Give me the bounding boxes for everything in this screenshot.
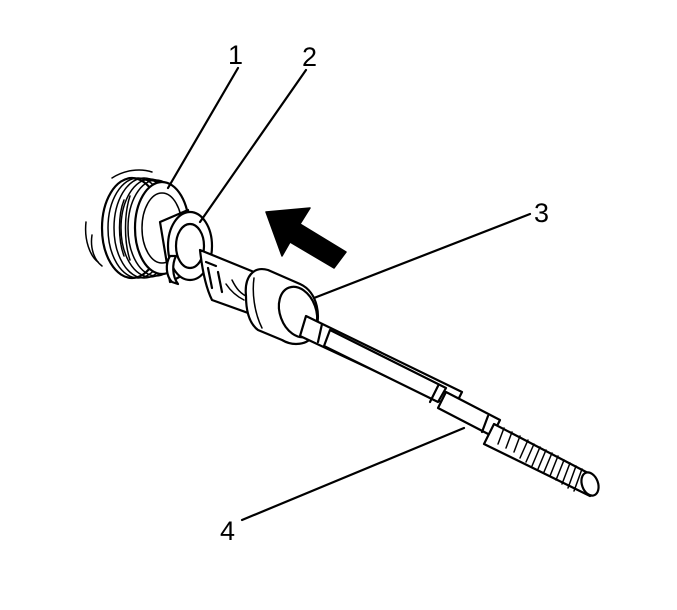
leader-line-3 [312,212,532,300]
callout-1: 1 [228,40,243,70]
leader-line-1 [166,66,240,190]
leader-line-2 [198,68,308,224]
callout-2: 2 [302,42,317,72]
shaft [298,314,502,438]
leader-line-4 [240,426,466,522]
leader-lines [166,66,532,522]
threaded-end [482,422,600,498]
callout-3: 3 [534,198,549,228]
arrow-up-left-icon [265,207,347,269]
callout-4: 4 [220,516,235,546]
